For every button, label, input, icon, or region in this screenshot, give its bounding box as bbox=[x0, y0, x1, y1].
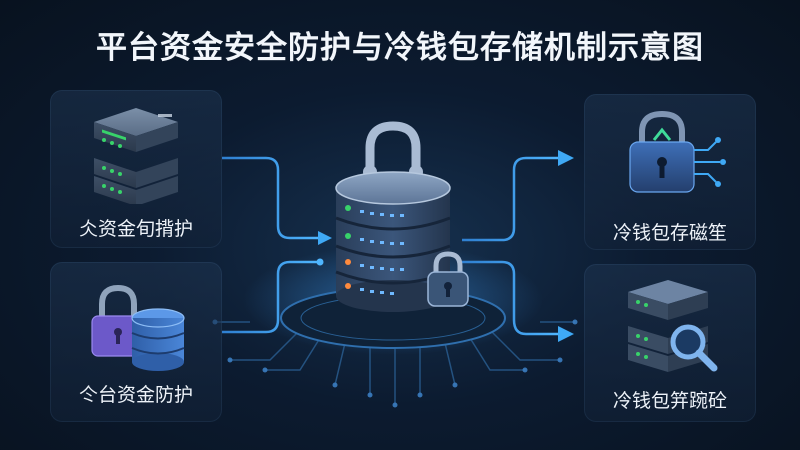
panel-top-right: 冷钱包存磁笙 bbox=[584, 94, 756, 250]
small-padlock-icon bbox=[427, 251, 469, 307]
panel-bottom-right: 冷钱包笄踠砼 bbox=[584, 264, 756, 422]
server-rack-icon bbox=[94, 108, 178, 204]
server-magnifier-icon bbox=[628, 280, 718, 372]
arrow-top-left bbox=[318, 231, 332, 245]
arrow-bottom-right bbox=[558, 326, 574, 342]
page-title: 平台资金安全防护与冷钱包存储机制示意图 bbox=[96, 30, 704, 66]
connector-top-right bbox=[462, 156, 560, 242]
panel-label-top-left: 仌资金旬揹护 bbox=[78, 218, 193, 240]
connector-top-left bbox=[222, 156, 320, 240]
database-lock-icon bbox=[91, 284, 185, 371]
panel-label-bottom-left: 仒台资金防护 bbox=[78, 384, 193, 406]
panel-top-left: 仌资金旬揹护 bbox=[50, 90, 222, 248]
connector-bottom-right bbox=[462, 260, 560, 336]
panel-bottom-left: 仒台资金防护 bbox=[50, 262, 222, 422]
locked-database-icon bbox=[335, 121, 469, 312]
panel-label-top-right: 冷钱包存磁笙 bbox=[612, 222, 727, 244]
panel-label-bottom-right: 冷钱包笄踠砼 bbox=[612, 390, 727, 412]
shield-lock-icon bbox=[629, 110, 726, 193]
connector-bottom-left bbox=[222, 260, 318, 334]
arrow-top-right bbox=[558, 150, 574, 166]
